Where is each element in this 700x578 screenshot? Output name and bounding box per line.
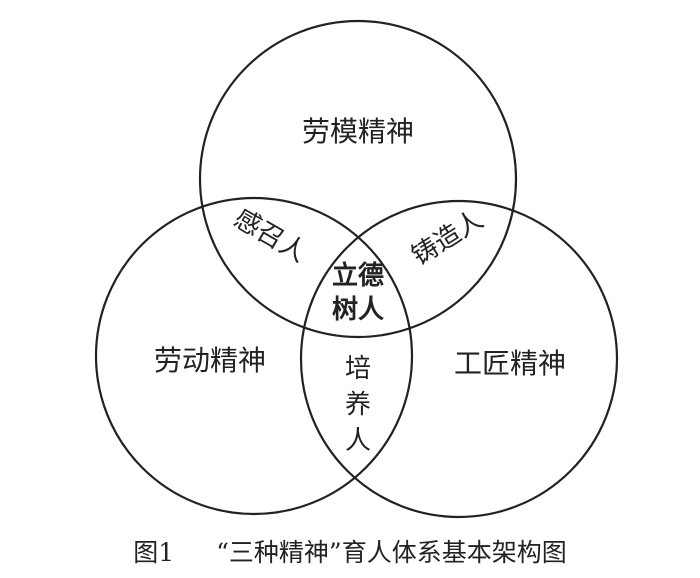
circle-label-right: 工匠精神 [454,347,566,380]
figure-caption: 图1 “三种精神”育人体系基本架构图 [133,538,566,567]
overlap-label-left-right-2: 养 [345,390,371,420]
center-label-line-2: 树人 [332,295,384,325]
figure-number: 图1 [133,538,174,567]
circle-top [198,19,518,339]
circle-right [299,199,619,519]
figure-title: “三种精神”育人体系基本架构图 [216,538,567,567]
overlap-label-left-right-3: 人 [345,426,371,456]
circle-label-top: 劳模精神 [302,115,414,148]
overlap-label-top-left: 感召人 [229,204,312,269]
center-label-line-1: 立德 [332,260,384,291]
circle-left [94,196,414,516]
overlap-label-top-right: 铸造人 [407,205,489,272]
circle-label-left: 劳动精神 [154,344,266,377]
overlap-label-left-right-1: 培 [345,354,371,384]
